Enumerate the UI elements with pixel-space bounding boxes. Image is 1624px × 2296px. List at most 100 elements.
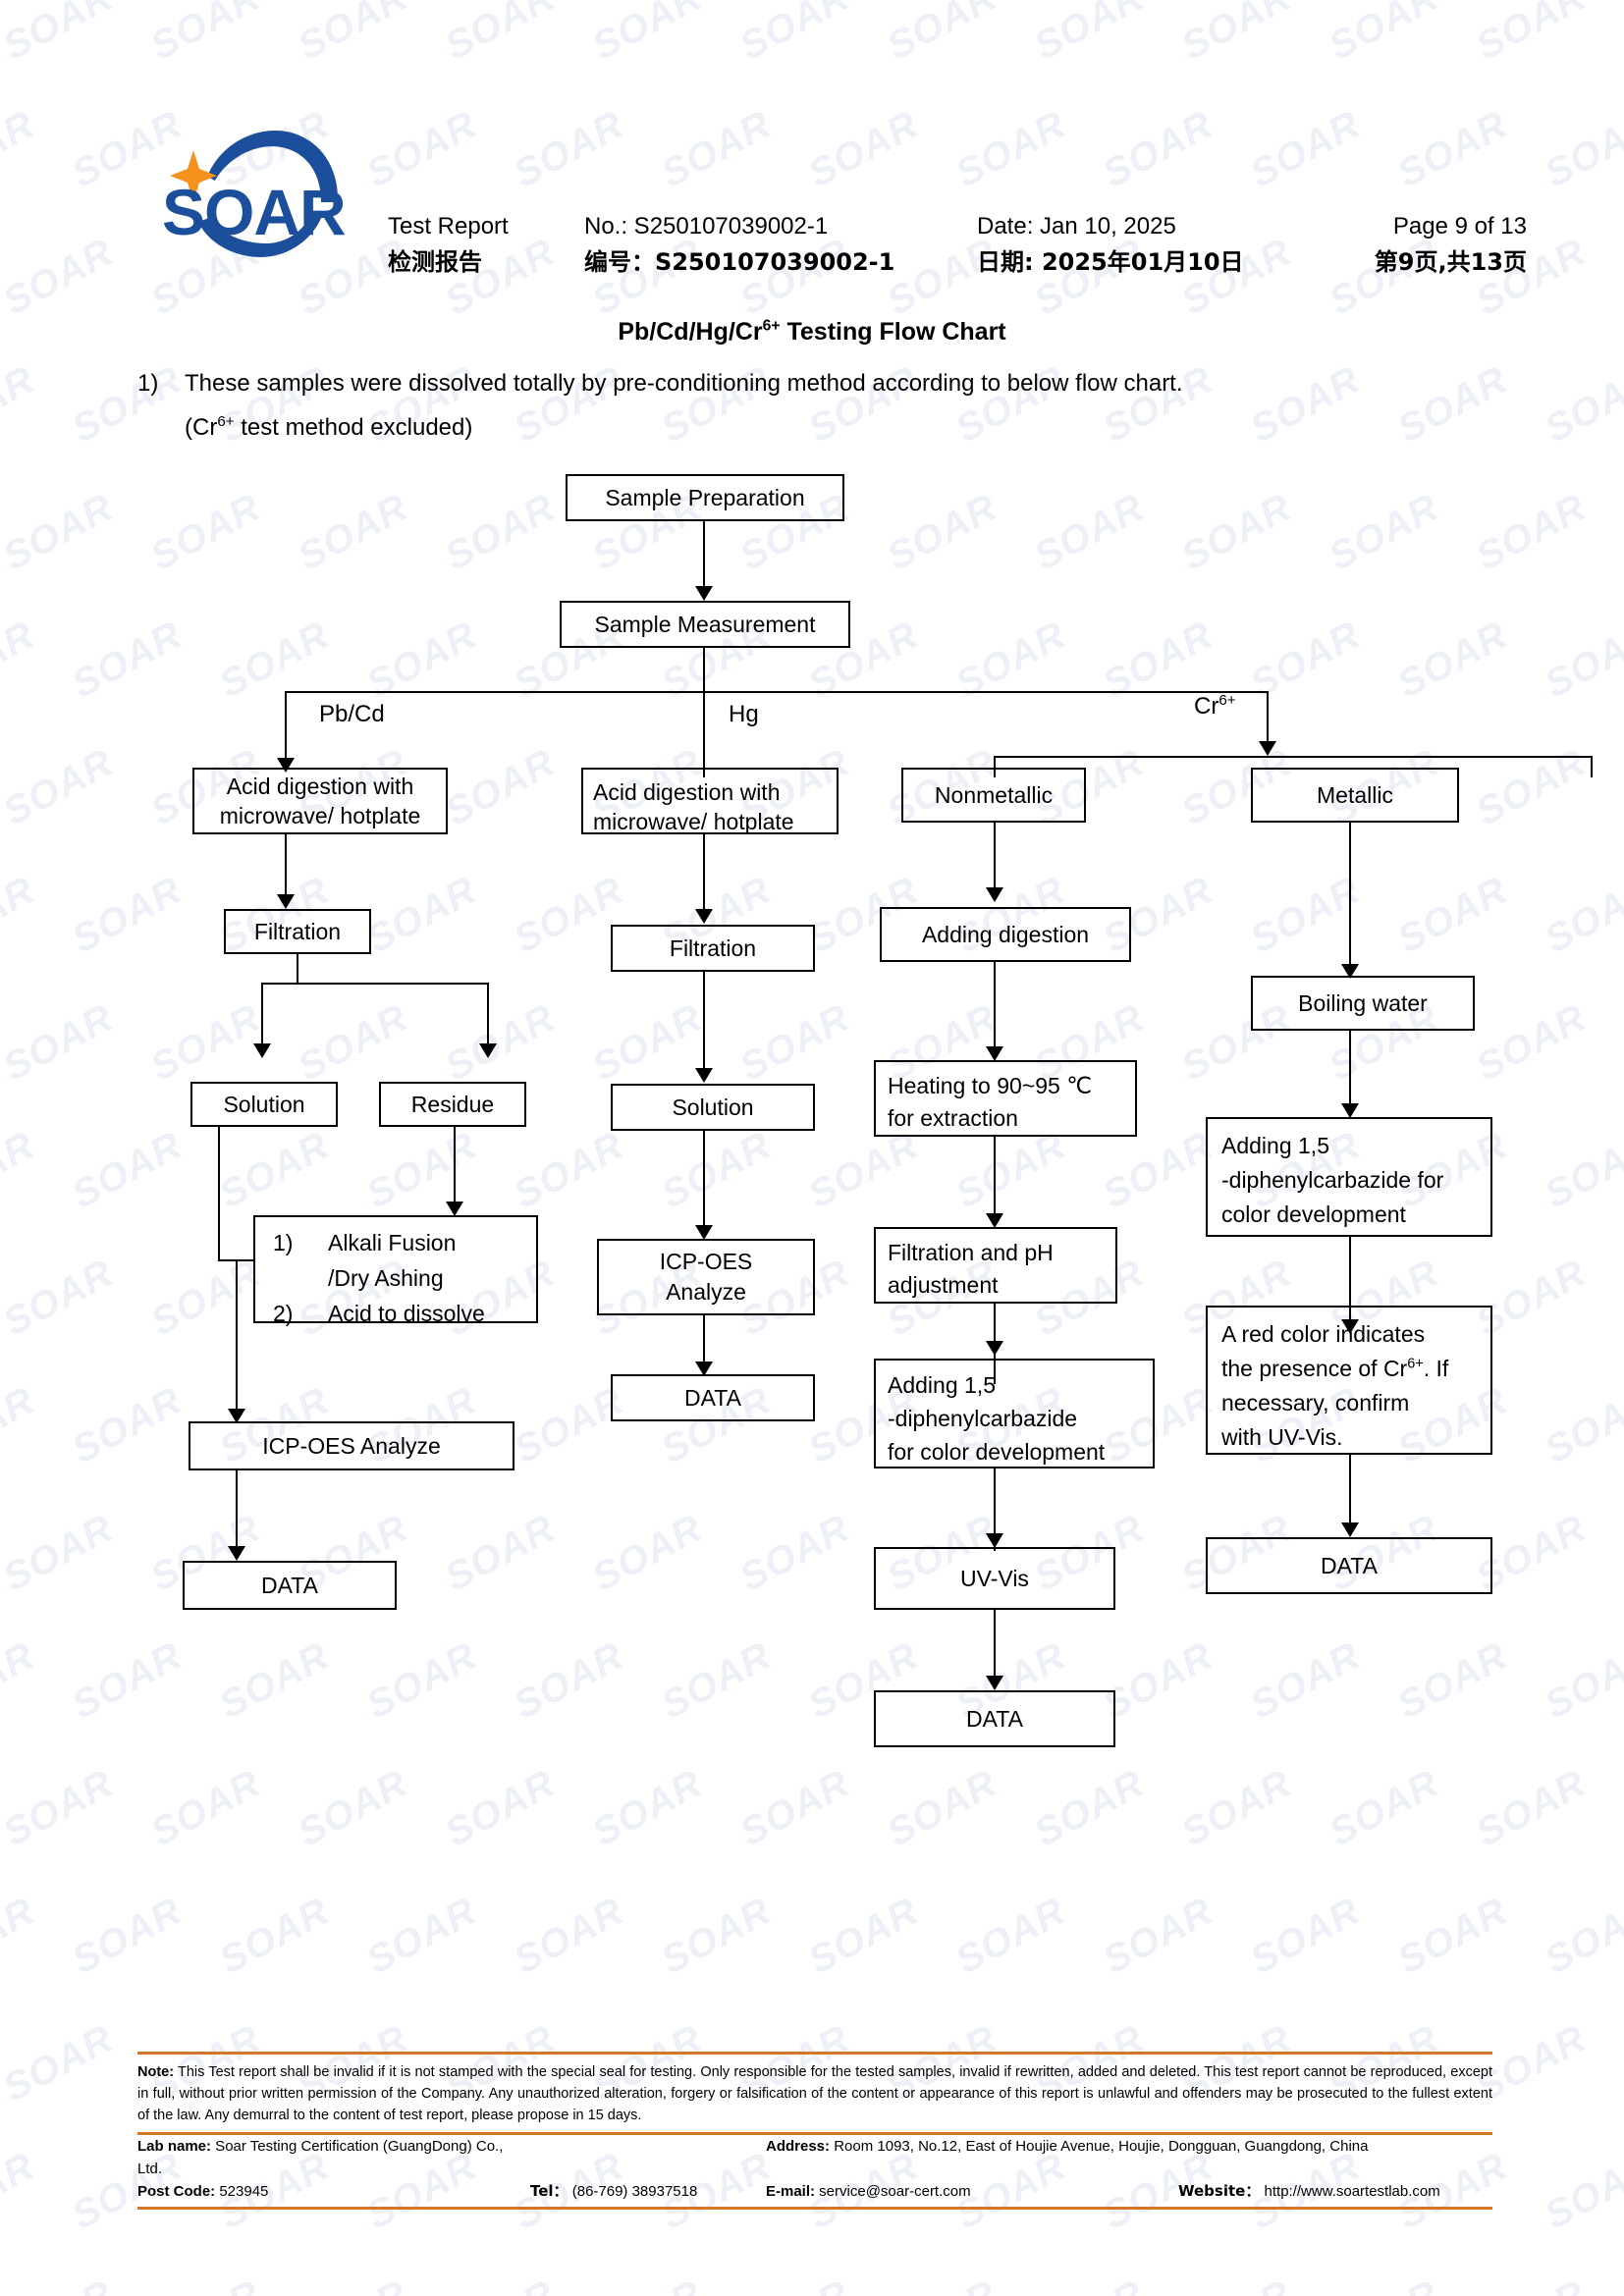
intro-line-2: (Cr6+ test method excluded) xyxy=(137,405,1512,450)
connector-solution-down xyxy=(218,1127,220,1260)
connector-hg-digestion-to-filtration xyxy=(703,834,705,913)
connector-pbcd-icp-to-data xyxy=(236,1470,238,1549)
connector-cr-leg xyxy=(1267,691,1269,748)
connector-hg-solution-to-icp xyxy=(703,1131,705,1229)
flow-node-label: Solution xyxy=(672,1095,754,1120)
address: Address: Room 1093, No.12, East of Houji… xyxy=(766,2135,1368,2180)
red-line2-a: the presence of Cr xyxy=(1221,1356,1408,1381)
intro-line-2-suffix: test method excluded) xyxy=(234,414,473,441)
flow-node-cr-adding-digestion: Adding digestion xyxy=(880,907,1131,962)
watermark-text: SOAR xyxy=(143,2272,268,2296)
arrowhead-cr-filtration xyxy=(986,1213,1003,1228)
connector-pbcd-filtration-down xyxy=(297,954,298,984)
flow-node-label-line2: Analyze xyxy=(666,1279,746,1305)
post-code-label: Post Code: xyxy=(137,2183,216,2200)
flow-node-label: DATA xyxy=(1321,1553,1378,1578)
watermark-text: SOAR xyxy=(0,2016,121,2110)
arrowhead-pbcd-solution xyxy=(253,1043,271,1058)
watermark-text: SOAR xyxy=(732,2272,857,2296)
arrowhead-residue-fusion xyxy=(446,1201,463,1216)
flow-node-hg-filtration: Filtration xyxy=(611,925,815,972)
svg-text:SOAR: SOAR xyxy=(162,176,346,248)
intro-line-2-superscript: 6+ xyxy=(217,413,235,430)
footer-top-rule xyxy=(137,2052,1492,2055)
flow-node-sample-measurement: Sample Measurement xyxy=(560,601,850,648)
connector-nonmetallic-leg xyxy=(994,756,996,777)
connector-metallic-leg xyxy=(1591,756,1593,777)
page-title-prefix: Pb/Cd/Hg/Cr xyxy=(618,318,763,346)
watermark-text: SOAR xyxy=(438,2272,563,2296)
report-label-en: Test Report xyxy=(388,213,509,240)
flow-node-label: Filtration xyxy=(253,919,342,944)
fusion-item-1-text: Alkali Fusion xyxy=(328,1230,457,1255)
email: E-mail: service@soar-cert.com xyxy=(766,2180,1178,2203)
footer-contact: Lab name: Soar Testing Certification (Gu… xyxy=(137,2135,1492,2207)
arrowhead-hg-icp xyxy=(695,1225,713,1240)
flow-node-cr-data: DATA xyxy=(874,1690,1115,1747)
testing-flow-chart: Sample Preparation Sample Measurement Pb… xyxy=(183,474,1593,1747)
telephone: Tel： (86-769) 38937518 xyxy=(530,2180,766,2203)
flow-node-pbcd-acid-digestion: Acid digestion with microwave/ hotplate xyxy=(192,768,448,834)
flow-node-label-line1: Acid digestion with xyxy=(226,774,414,799)
connector-residue-to-fusion xyxy=(454,1127,456,1205)
arrowhead-pbcd-icp xyxy=(228,1409,245,1423)
connector-pbcd-leg xyxy=(285,691,287,764)
arrowhead-met-red xyxy=(1341,1319,1359,1334)
connector-pbcd-digestion-to-filtration xyxy=(285,834,287,898)
flow-node-label: Filtration xyxy=(669,935,757,961)
flow-node-label: Sample Measurement xyxy=(594,612,816,637)
flow-node-label-line2: microwave/ hotplate xyxy=(593,809,794,834)
arrowhead-prep-to-measure xyxy=(695,586,713,601)
email-value: service@soar-cert.com xyxy=(815,2183,971,2200)
address-value: Room 1093, No.12, East of Houjie Avenue,… xyxy=(830,2138,1369,2155)
intro-paragraph: 1)These samples were dissolved totally b… xyxy=(137,361,1512,450)
watermark-text: SOAR xyxy=(0,2144,42,2238)
flow-node-sample-preparation: Sample Preparation xyxy=(566,474,844,521)
report-label-cn: 检测报告 xyxy=(388,248,482,276)
flow-node-label: DATA xyxy=(966,1706,1023,1732)
arrowhead-uvvis xyxy=(986,1533,1003,1548)
page-number-en: Page 9 of 13 xyxy=(1392,213,1527,240)
footer-bottom-rule xyxy=(137,2207,1492,2210)
connector-red-to-data xyxy=(1349,1455,1351,1527)
connector-dpc-to-uvvis xyxy=(994,1468,996,1551)
flow-node-label-line3: for color development xyxy=(888,1439,1106,1465)
header-info: Test Report No.: S250107039002-1 Date: J… xyxy=(388,209,1527,280)
flow-node-label: Sample Preparation xyxy=(605,485,805,510)
contact-row-1: Lab name: Soar Testing Certification (Gu… xyxy=(137,2135,1492,2180)
report-header: SOAR Test Report No.: S250107039002-1 Da… xyxy=(0,0,1624,294)
connector-metdpc-to-red xyxy=(1349,1237,1351,1325)
arrowhead-pbcd-data xyxy=(228,1546,245,1561)
website[interactable]: Website： http://www.soartestlab.com xyxy=(1178,2180,1492,2203)
flow-node-met-data: DATA xyxy=(1206,1537,1492,1594)
branch-label-pbcd: Pb/Cd xyxy=(319,701,385,727)
flow-node-label: Adding digestion xyxy=(921,922,1090,947)
flow-node-label-line3: necessary, confirm xyxy=(1221,1390,1410,1415)
arrowhead-met-dpc xyxy=(1341,1103,1359,1118)
connector-hg-icp-to-data xyxy=(703,1315,705,1364)
fusion-item-2-text: Acid to dissolve xyxy=(328,1301,485,1326)
flow-node-cr-nonmetallic: Nonmetallic xyxy=(901,768,1086,823)
page-title-suffix: Testing Flow Chart xyxy=(780,318,1006,346)
arrowhead-hg-filtration xyxy=(695,909,713,924)
connector-measure-down xyxy=(703,648,705,692)
arrowhead-adding-digestion xyxy=(986,887,1003,902)
connector-main-bus xyxy=(285,691,1267,693)
flow-node-label-line2: microwave/ hotplate xyxy=(219,803,421,828)
contact-left-1: Lab name: Soar Testing Certification (Gu… xyxy=(137,2135,766,2180)
flow-node-label: Solution xyxy=(223,1092,305,1117)
lab-name-value: Soar Testing Certification (GuangDong) C… xyxy=(137,2138,504,2177)
watermark-text: SOAR xyxy=(1616,2272,1624,2296)
fusion-item-1-text-cont: /Dry Ashing xyxy=(328,1265,444,1291)
connector-uvvis-to-data xyxy=(994,1610,996,1681)
flow-node-label-line1: Heating to 90~95 ℃ xyxy=(888,1073,1093,1098)
watermark-text: SOAR xyxy=(1469,2272,1594,2296)
flow-node-pbcd-data: DATA xyxy=(183,1561,397,1610)
report-date-en: Date: Jan 10, 2025 xyxy=(977,213,1176,240)
contact-left-2: Post Code: 523945 Tel： (86-769) 38937518 xyxy=(137,2180,766,2203)
flow-node-label-line2: adjustment xyxy=(888,1272,999,1298)
watermark-text: SOAR xyxy=(1616,2016,1624,2110)
watermark-text: SOAR xyxy=(880,2272,1004,2296)
flow-node-hg-solution: Solution xyxy=(611,1084,815,1131)
flow-node-pbcd-filtration: Filtration xyxy=(224,909,371,954)
